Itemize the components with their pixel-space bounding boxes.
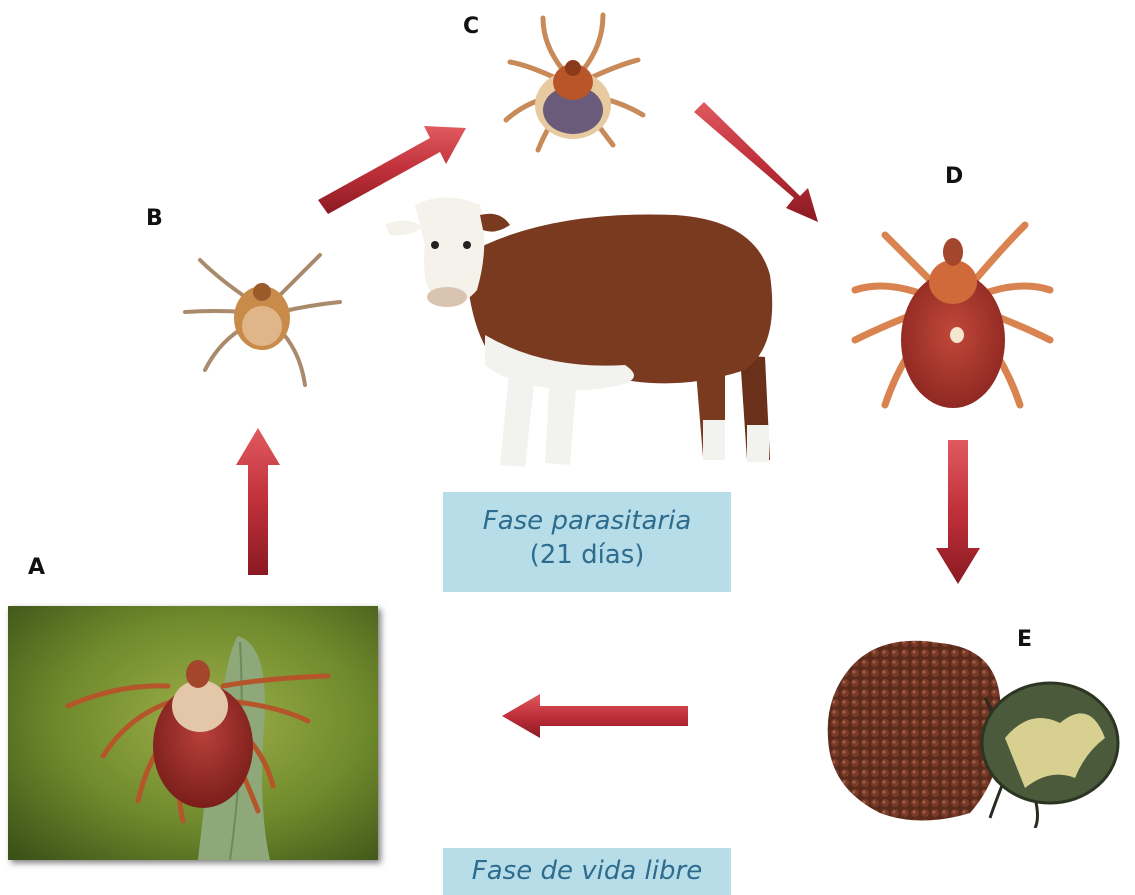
parasitic-phase-duration: (21 días) — [443, 538, 731, 572]
arrow-c-to-d — [694, 102, 818, 222]
free-living-phase-title: Fase de vida libre — [443, 854, 731, 888]
parasitic-phase-box: Fase parasitaria (21 días) — [443, 492, 731, 592]
arrow-d-to-e — [936, 440, 980, 584]
arrow-a-to-b — [236, 428, 280, 575]
parasitic-phase-title: Fase parasitaria — [443, 504, 731, 538]
free-living-phase-box: Fase de vida libre — [443, 848, 731, 895]
arrow-e-to-a — [502, 694, 688, 738]
arrow-b-to-c — [318, 126, 466, 214]
